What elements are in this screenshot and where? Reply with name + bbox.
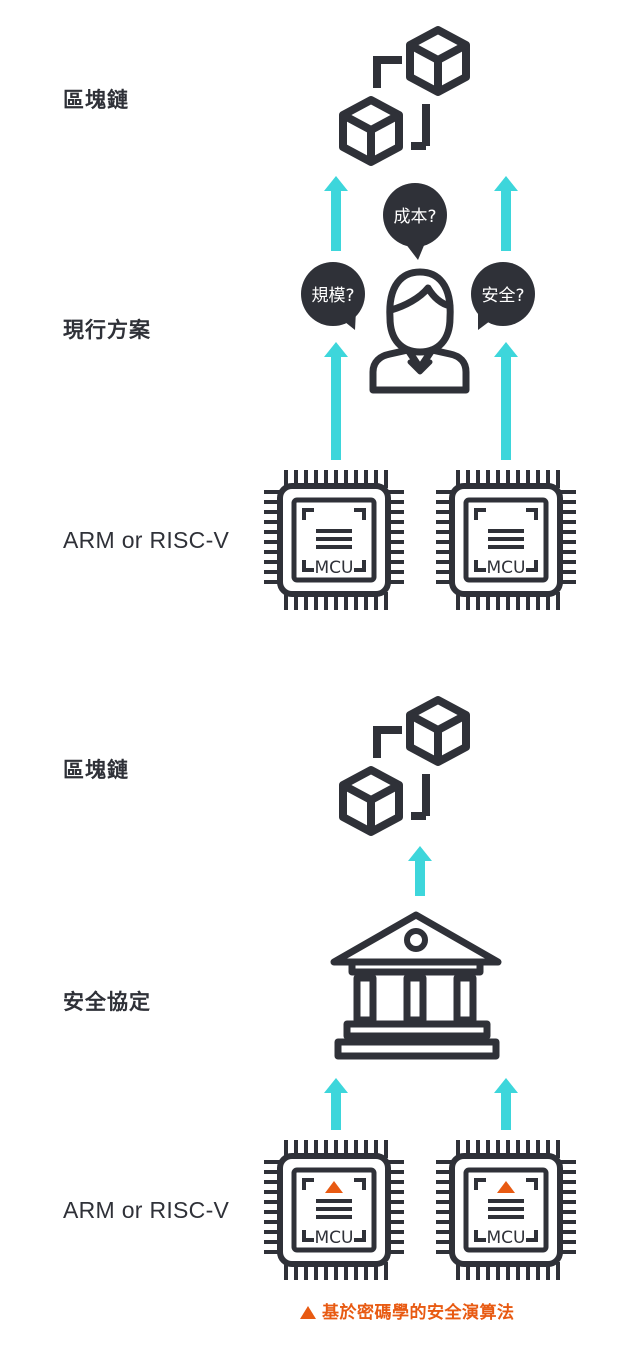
chip-right-top: MCU [436,470,576,610]
arrow-left-upper [324,176,348,251]
label-blockchain-bottom: 區塊鏈 [63,758,129,782]
arrow-right-upper [494,176,518,251]
arrow-right-bottom [494,1078,518,1130]
chip-right-bottom: MCU [436,1140,576,1280]
bubble-security-text: 安全? [481,286,524,306]
chip-left-top-label: MCU [315,558,354,578]
chip-left-bottom-label: MCU [315,1228,354,1248]
arrow-center-upper [408,846,432,896]
blockchain-icon [343,30,466,162]
bubble-scale-text: 規模? [311,286,354,306]
label-blockchain-top: 區塊鏈 [63,88,129,112]
warning-triangle-icon [497,1181,515,1193]
bubble-scale: 規模? [301,262,365,330]
bank-icon [330,911,502,1060]
chip-right-bottom-label: MCU [487,1228,526,1248]
footnote-crypto-algorithm: 基於密碼學的安全演算法 [300,1298,515,1323]
label-hardware-top: ARM or RISC-V [63,527,230,553]
chip-left-bottom: MCU [264,1140,404,1280]
warning-triangle-icon [300,1306,316,1319]
warning-triangle-icon [325,1181,343,1193]
person-icon [369,268,470,394]
label-current-solution: 現行方案 [63,318,151,342]
arrow-left-lower [324,342,348,460]
bubble-cost-text: 成本? [393,207,436,227]
label-security-protocol: 安全協定 [63,990,151,1014]
chip-left-top: MCU [264,470,404,610]
blockchain-icon-bottom [343,700,466,832]
bubble-cost: 成本? [383,183,447,260]
bubble-security: 安全? [471,262,535,330]
label-hardware-bottom: ARM or RISC-V [63,1197,230,1223]
footnote-text: 基於密碼學的安全演算法 [322,1303,515,1323]
arrow-left-bottom [324,1078,348,1130]
chip-right-top-label: MCU [487,558,526,578]
arrow-right-lower [494,342,518,460]
